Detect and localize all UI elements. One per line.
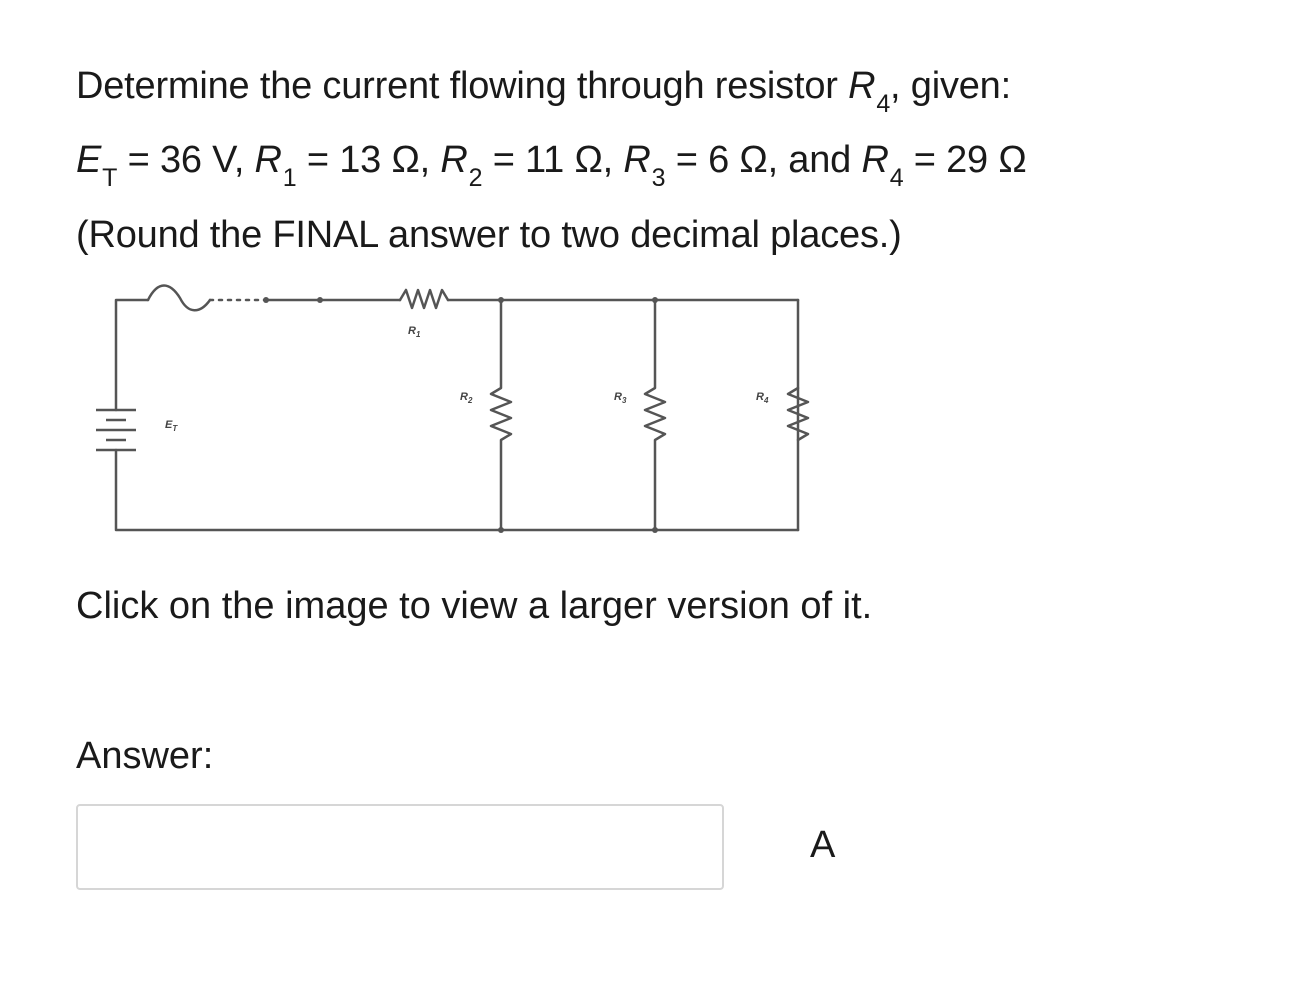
given-sub-r3: 3 xyxy=(651,164,666,192)
battery-symbol xyxy=(96,408,136,452)
question-line-1: Determine the current flowing through re… xyxy=(76,63,1011,118)
given-sub-et: T xyxy=(102,164,118,192)
r2-branch xyxy=(489,298,513,532)
question-text: Determine the current flowing through re… xyxy=(76,65,849,107)
label-r3: R3 xyxy=(614,391,627,405)
given-value-et: = 36 V, xyxy=(117,139,255,181)
target-subscript: 4 xyxy=(876,90,891,118)
given-var-r3: R xyxy=(623,139,651,181)
given-value-r3: = 6 Ω, and xyxy=(665,139,862,181)
click-image-note: Click on the image to view a larger vers… xyxy=(76,585,873,627)
wire-break-squiggle xyxy=(146,284,212,312)
given-var-r2: R xyxy=(440,139,468,181)
r4-symbol xyxy=(786,386,810,442)
given-sub-r4: 4 xyxy=(889,164,904,192)
label-r4: R4 xyxy=(756,391,769,405)
given-sub-r1: 1 xyxy=(282,164,297,192)
answer-label: Answer: xyxy=(76,735,214,777)
answer-input[interactable] xyxy=(76,804,724,890)
given-value-r2: = 11 Ω, xyxy=(482,139,624,181)
given-value-r1: = 13 Ω, xyxy=(296,139,441,181)
given-sub-r2: 2 xyxy=(468,164,483,192)
given-value-r4: = 29 Ω xyxy=(903,139,1027,181)
question-suffix: , given: xyxy=(890,65,1011,107)
given-var-et: E xyxy=(76,139,102,181)
target-variable: R xyxy=(848,65,876,107)
r3-branch xyxy=(643,298,667,532)
rounding-note: (Round the FINAL answer to two decimal p… xyxy=(76,214,902,256)
bottom-rail xyxy=(114,448,800,532)
circuit-diagram-image[interactable]: ET R1 R2 R3 R4 xyxy=(70,270,830,540)
wire-left-top xyxy=(114,298,150,412)
r1-symbol xyxy=(398,288,450,310)
label-r1: R1 xyxy=(408,325,421,339)
givens-line: ET = 36 V, R1 = 13 Ω, R2 = 11 Ω, R3 = 6 … xyxy=(76,137,1027,192)
given-var-r1: R xyxy=(254,139,282,181)
given-var-r4: R xyxy=(861,139,889,181)
label-r2: R2 xyxy=(460,391,473,405)
answer-unit: A xyxy=(810,824,836,866)
label-et: ET xyxy=(165,419,178,433)
